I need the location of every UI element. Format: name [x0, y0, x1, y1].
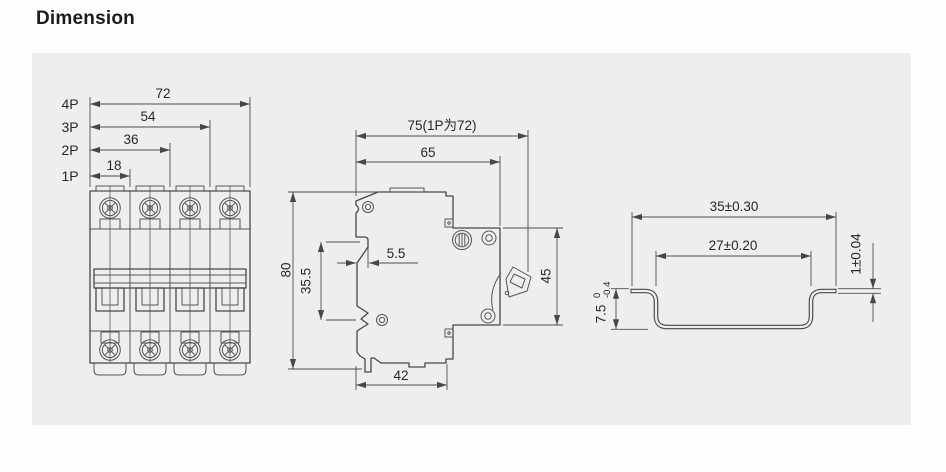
screw-terminal-icon	[219, 339, 241, 361]
screw-terminal-icon	[179, 339, 201, 361]
pole-label-1p: 1P	[61, 168, 78, 184]
front-view-drawing: 72 54 36 18 4P 3P 2P 1P	[61, 86, 251, 376]
side-view-drawing: 75(1P为72) 65 80 35.5 5.5	[279, 118, 563, 390]
rail-profile	[630, 288, 837, 330]
dim-value-35: 35±0.30	[710, 199, 759, 214]
rivet-icon	[480, 308, 496, 324]
dim-value-27: 27±0.20	[709, 238, 758, 253]
pole-label-4p: 4P	[61, 96, 78, 112]
dim-value-7-5-group: 7.5 0 -0.4	[592, 282, 613, 324]
slotted-screw-icon	[452, 230, 472, 250]
din-rail-dimension-annotations: 35±0.30 27±0.20 7.5 0 -0.4	[592, 199, 881, 330]
dim-value-5-5: 5.5	[387, 246, 406, 261]
toggle-switch	[95, 287, 125, 312]
dim-tol-lower: -0.4	[602, 282, 613, 298]
pole-label-3p: 3P	[61, 119, 78, 135]
screw-terminal-icon	[179, 197, 201, 219]
screw-terminal-icon	[219, 197, 241, 219]
rivet-icon	[481, 230, 497, 246]
dim-value-18: 18	[106, 158, 121, 173]
screw-terminal-icon	[99, 197, 121, 219]
toggle-switch	[175, 287, 205, 312]
dim-value-75: 75(1P为72)	[407, 118, 476, 133]
dim-value-35-5: 35.5	[299, 268, 314, 294]
screw-terminal-icon	[99, 339, 121, 361]
breaker-front-body	[89, 185, 251, 376]
front-view-dimension-annotations: 72 54 36 18 4P 3P 2P 1P	[61, 86, 251, 187]
rivet-icon	[376, 314, 388, 326]
toggle-lever	[491, 266, 532, 311]
dim-value-72: 72	[155, 86, 170, 101]
dim-value-1: 1±0.04	[849, 233, 864, 275]
page-title: Dimension	[36, 8, 135, 29]
side-view-dimension-annotations: 75(1P为72) 65 80 35.5 5.5	[279, 118, 563, 390]
dim-value-54: 54	[140, 109, 156, 124]
breaker-side-body	[355, 187, 532, 373]
dim-value-7-5: 7.5	[594, 305, 609, 324]
dim-value-45: 45	[539, 268, 554, 283]
pole-label-2p: 2P	[61, 142, 78, 158]
dim-value-42: 42	[393, 368, 408, 383]
din-rail-drawing: 35±0.30 27±0.20 7.5 0 -0.4	[592, 199, 881, 330]
dim-value-65: 65	[420, 145, 435, 160]
toggle-switch	[215, 287, 245, 312]
dim-value-80: 80	[279, 262, 294, 277]
screw-terminal-icon	[139, 197, 161, 219]
toggle-switch	[135, 287, 165, 312]
dim-value-36: 36	[123, 132, 138, 147]
screw-terminal-icon	[139, 339, 161, 361]
rivet-icon	[362, 201, 374, 213]
dim-tol-upper: 0	[592, 293, 603, 298]
